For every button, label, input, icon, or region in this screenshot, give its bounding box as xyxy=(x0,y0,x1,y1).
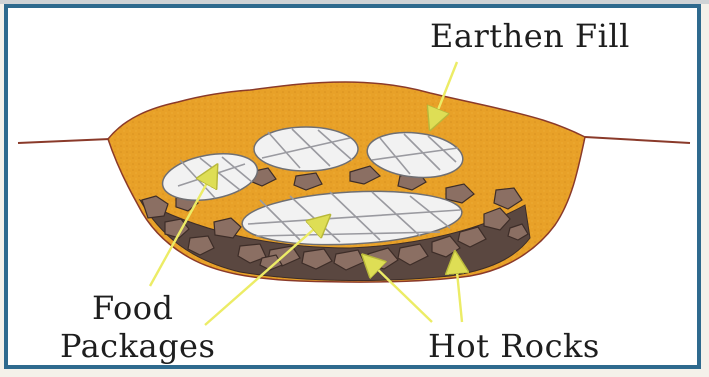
hot-rocks-label: Hot Rocks xyxy=(428,330,600,362)
earthen-fill-label: Earthen Fill xyxy=(430,20,630,52)
packages-label: Packages xyxy=(60,330,215,362)
food-label: Food xyxy=(92,292,173,324)
ground-line-left xyxy=(18,139,110,143)
ground-line-right xyxy=(585,137,690,143)
